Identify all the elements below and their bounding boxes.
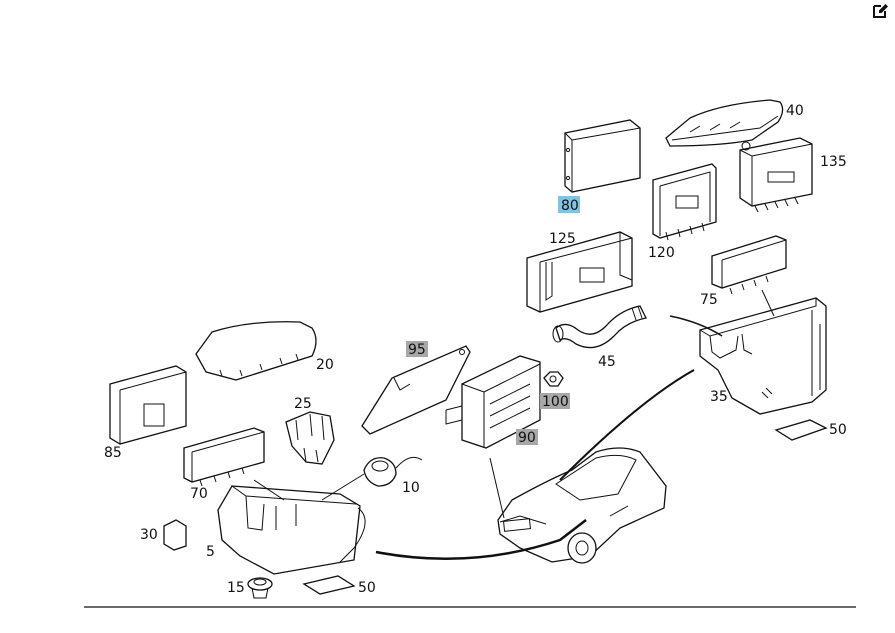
part-40-cover[interactable] bbox=[665, 99, 784, 147]
callout-50-right[interactable]: 50 bbox=[829, 422, 847, 438]
callout-95[interactable]: 95 bbox=[408, 342, 426, 358]
highlight-80 bbox=[558, 196, 580, 213]
part-50-pad-right[interactable] bbox=[774, 419, 828, 441]
callout-120[interactable]: 120 bbox=[648, 245, 675, 261]
callout-100[interactable]: 100 bbox=[542, 394, 569, 410]
callout-30[interactable]: 30 bbox=[140, 527, 158, 543]
part-45-hose[interactable] bbox=[552, 305, 647, 349]
part-15-grommet[interactable] bbox=[247, 577, 273, 599]
part-135-control-unit[interactable] bbox=[739, 137, 813, 213]
highlight-100 bbox=[540, 393, 570, 409]
part-50-pad-bottom[interactable] bbox=[302, 575, 356, 595]
callout-50-bottom[interactable]: 50 bbox=[358, 580, 376, 596]
part-70-module[interactable] bbox=[183, 427, 265, 487]
callout-90[interactable]: 90 bbox=[518, 430, 536, 446]
part-35-box[interactable] bbox=[699, 297, 827, 415]
part-30-clip[interactable] bbox=[163, 519, 187, 551]
callout-135[interactable]: 135 bbox=[820, 154, 847, 170]
leader-lines bbox=[253, 289, 775, 560]
callout-25[interactable]: 25 bbox=[294, 396, 312, 412]
callout-80[interactable]: 80 bbox=[561, 198, 579, 214]
callout-35[interactable]: 35 bbox=[710, 389, 728, 405]
part-125-carrier[interactable] bbox=[526, 231, 633, 313]
callout-45[interactable]: 45 bbox=[598, 354, 616, 370]
part-5-box[interactable] bbox=[217, 485, 366, 575]
part-100-nut[interactable] bbox=[543, 371, 564, 387]
part-95-bracket[interactable] bbox=[361, 345, 471, 435]
car-outline bbox=[497, 447, 667, 564]
callout-40[interactable]: 40 bbox=[786, 103, 804, 119]
part-85-module[interactable] bbox=[109, 365, 187, 445]
part-10-sensor[interactable] bbox=[363, 456, 423, 487]
callout-5[interactable]: 5 bbox=[206, 544, 215, 560]
part-80-module[interactable] bbox=[564, 119, 641, 193]
part-120-ecu[interactable] bbox=[652, 163, 717, 241]
part-20-cover[interactable] bbox=[195, 321, 317, 381]
highlight-90 bbox=[516, 429, 538, 445]
highlight-95 bbox=[406, 341, 428, 357]
part-75-module[interactable] bbox=[711, 235, 787, 295]
callout-10[interactable]: 10 bbox=[402, 480, 420, 496]
part-90-relay-module[interactable] bbox=[445, 355, 541, 449]
callout-125[interactable]: 125 bbox=[549, 231, 576, 247]
edit-icon[interactable] bbox=[871, 2, 891, 22]
callout-75[interactable]: 75 bbox=[700, 292, 718, 308]
callout-70[interactable]: 70 bbox=[190, 486, 208, 502]
callout-85[interactable]: 85 bbox=[104, 445, 122, 461]
part-25-relay-holder[interactable] bbox=[285, 411, 335, 465]
callout-20[interactable]: 20 bbox=[316, 357, 334, 373]
callout-15[interactable]: 15 bbox=[227, 580, 245, 596]
